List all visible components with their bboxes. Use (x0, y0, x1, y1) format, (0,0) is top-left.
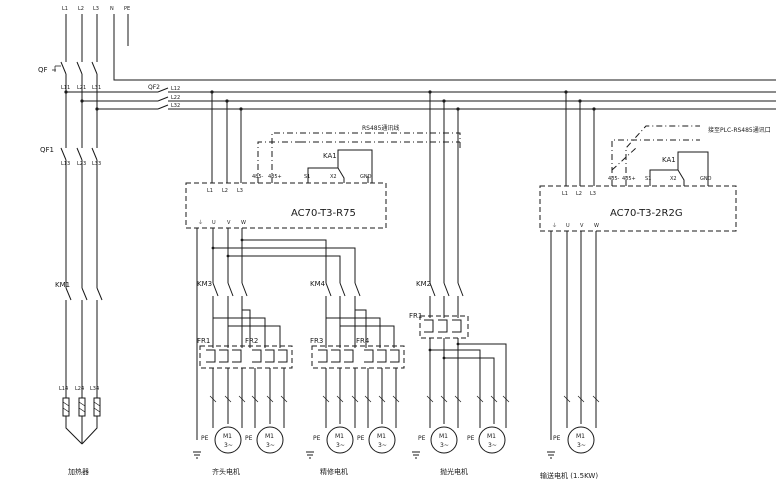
inv1-term-x2: X2 (330, 174, 337, 180)
km3-label: KM3 (197, 280, 212, 288)
inverter-2: L1 L2 L3 485- 485+ S1 X2 GND AC70-T3-2R2… (539, 90, 771, 480)
inv1-term-l2: L2 (222, 188, 228, 194)
repair-motor-group: KM4 FR3 FR4 M1 3~ M1 3~ PE PE 精修电机 (306, 280, 405, 476)
wire-l23: L23 (77, 161, 86, 167)
terminal-l3-label: L3 (93, 6, 99, 12)
wire-l13: L13 (61, 161, 70, 167)
inv2-term-gnd: GND (700, 176, 712, 182)
motor-repair-1-name: M1 (335, 433, 344, 440)
fr1-polish-label: FR1 (409, 312, 422, 320)
motor-head-1-phase: 3~ (224, 442, 233, 449)
inv1-out-w: W (241, 220, 246, 226)
inverter-1-model: AC70-T3-R75 (291, 208, 356, 219)
plc-label: 接至PLC-RS485通讯口 (708, 126, 771, 134)
terminal-pe-label: PE (124, 6, 130, 12)
inv2-out-v: V (580, 223, 584, 229)
wire-l21: L21 (77, 85, 86, 91)
wire-l22: L22 (171, 95, 180, 101)
motor-conveyor-name: M1 (576, 433, 585, 440)
inverter-1: L1 L2 L3 485- 485+ S1 X2 GND AC70-T3-R75… (185, 90, 461, 440)
main-bus: L1 L2 L3 N PE QF L11 L21 L31 QF2 L12 L22… (38, 6, 776, 148)
terminal-n-label: N (110, 6, 114, 12)
motor-repair-2-phase: 3~ (378, 442, 387, 449)
qf1-label: QF1 (40, 146, 54, 154)
inv2-term-l1: L1 (562, 191, 568, 197)
motor-repair-1-phase: 3~ (336, 442, 345, 449)
ka1-label-2: KA1 (662, 156, 676, 164)
motor-polish-1-phase: 3~ (440, 442, 449, 449)
pe-label-6: PE (467, 435, 475, 442)
inv1-out-v: V (227, 220, 231, 226)
inv2-term-l2: L2 (576, 191, 582, 197)
terminal-l2-label: L2 (78, 6, 84, 12)
inv2-out-u: U (566, 223, 570, 229)
polish-motor-group: KM2 FR1 M1 3~ M1 3~ PE PE 抛光电机 (409, 90, 510, 476)
motor-repair-2-name: M1 (377, 433, 386, 440)
wire-l34: L34 (90, 386, 99, 392)
pe-label-4: PE (357, 435, 365, 442)
motor-head-2-phase: 3~ (266, 442, 275, 449)
inv2-ground-symbol: ⏚ (552, 222, 557, 229)
inverter-2-model: AC70-T3-2R2G (610, 208, 683, 219)
inverter-2-box (539, 185, 737, 232)
motor-polish-2-phase: 3~ (488, 442, 497, 449)
wire-l11: L11 (61, 85, 70, 91)
inverter-1-box (185, 182, 387, 229)
motor-head-1-name: M1 (223, 433, 232, 440)
km4-label: KM4 (310, 280, 326, 288)
inv1-term-s1: S1 (304, 174, 310, 180)
rs485-label: RS485通讯线 (362, 124, 399, 132)
inv1-term-l3: L3 (237, 188, 243, 194)
repair-motor-caption: 精修电机 (320, 467, 348, 476)
fr2-label: FR2 (245, 337, 258, 345)
heater-branch: QF1 L13 L23 L33 KM1 L14 L24 L34 加热器 (40, 146, 103, 476)
inv2-term-x2: X2 (670, 176, 677, 182)
fr4-label: FR4 (356, 337, 370, 345)
terminal-l1-label: L1 (62, 6, 68, 12)
fr1-label: FR1 (197, 337, 210, 345)
inv2-term-485p: 485+ (622, 176, 636, 182)
motor-polish-1-name: M1 (439, 433, 448, 440)
motor-polish-2-name: M1 (487, 433, 496, 440)
inv2-term-s1: S1 (645, 176, 651, 182)
ka1-label-1: KA1 (323, 152, 337, 160)
pe-label-1: PE (201, 435, 209, 442)
heater-caption: 加热器 (68, 467, 89, 476)
inv1-out-u: U (212, 220, 216, 226)
wire-l33: L33 (92, 161, 101, 167)
wire-l14: L14 (59, 386, 68, 392)
inv1-term-gnd: GND (360, 174, 372, 180)
pe-label-5: PE (418, 435, 426, 442)
head-motor-group: KM3 FR1 FR2 M1 3~ M1 3~ PE PE 齐头电机 (193, 280, 293, 476)
wire-l31: L31 (92, 85, 101, 91)
polish-motor-caption: 抛光电机 (440, 467, 468, 476)
inv2-term-485m: 485- (608, 176, 620, 182)
pe-label-2: PE (245, 435, 253, 442)
inv1-term-485p: 485+ (268, 174, 282, 180)
km2-label: KM2 (416, 280, 431, 288)
conveyor-motor-caption: 输送电机 (1.5KW) (540, 471, 598, 480)
inv1-ground-symbol: ⏚ (198, 219, 203, 226)
wire-l12: L12 (171, 86, 180, 92)
km1-label: KM1 (55, 281, 70, 289)
pe-label-3: PE (313, 435, 321, 442)
qf2-label: QF2 (148, 84, 160, 91)
fr3-label: FR3 (310, 337, 323, 345)
wire-l24: L24 (75, 386, 84, 392)
qf-label: QF (38, 66, 48, 74)
inv2-out-w: W (594, 223, 599, 229)
inv2-term-l3: L3 (590, 191, 596, 197)
wire-l32: L32 (171, 103, 180, 109)
motor-conveyor-phase: 3~ (577, 442, 586, 449)
inv1-term-l1: L1 (207, 188, 213, 194)
motor-head-2-name: M1 (265, 433, 274, 440)
pe-label-7: PE (553, 435, 561, 442)
head-motor-caption: 齐头电机 (212, 467, 240, 476)
